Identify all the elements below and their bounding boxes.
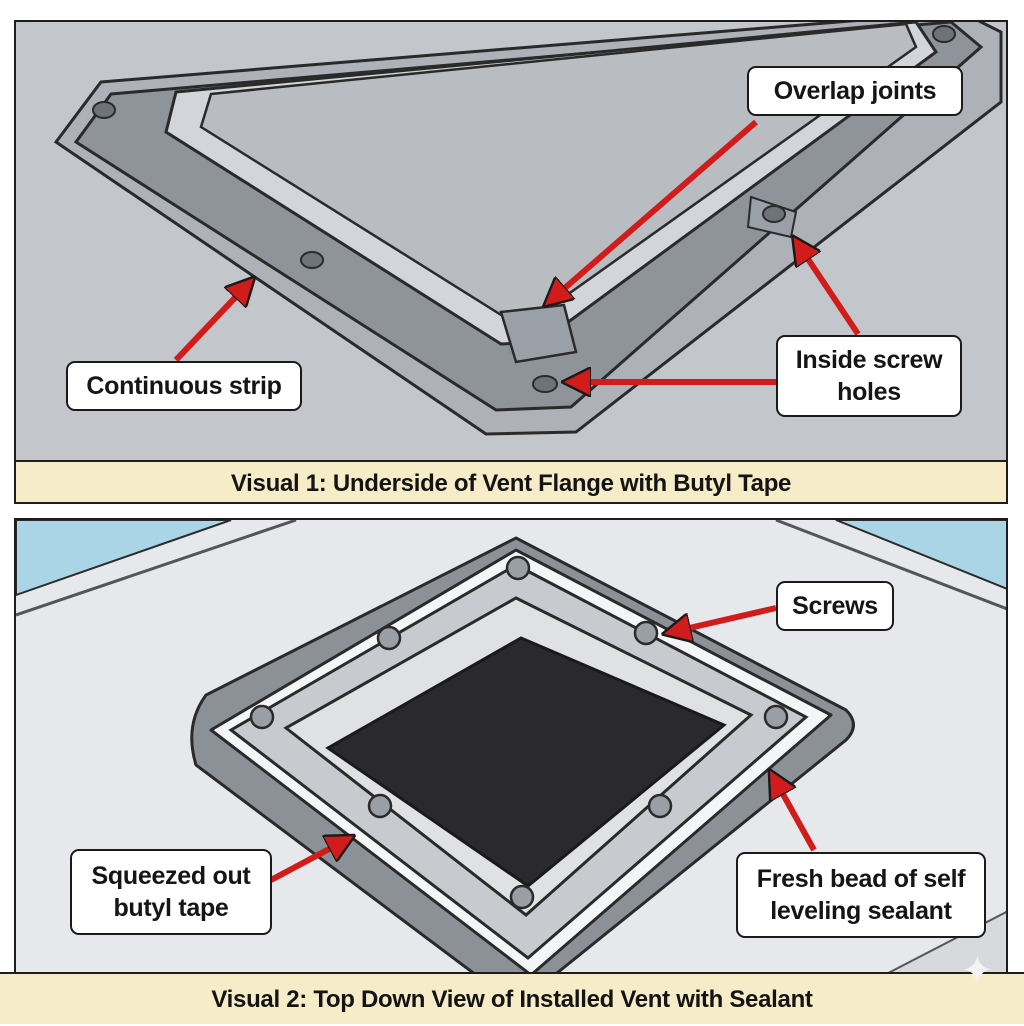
callout-inside-screw-holes: Inside screw holes xyxy=(776,335,962,417)
screw xyxy=(376,625,402,651)
vent-flange-underside-illustration xyxy=(53,22,1003,436)
vent-opening xyxy=(325,636,727,888)
screw-hole xyxy=(762,205,786,223)
callout-fresh-sealant-bead: Fresh bead of self leveling sealant xyxy=(736,852,986,938)
arrow-squeezed-butyl xyxy=(269,840,346,883)
sky-left xyxy=(16,520,232,597)
sky-right xyxy=(835,520,1006,590)
screws-group xyxy=(249,555,789,910)
screw-hole xyxy=(532,375,558,393)
callout-continuous-strip: Continuous strip xyxy=(66,361,302,411)
screw xyxy=(647,793,673,819)
overlap-joint xyxy=(499,303,578,364)
arrow-continuous-strip xyxy=(173,284,248,363)
screw xyxy=(249,704,275,730)
screw-hole xyxy=(300,251,324,269)
arrow-sealant-bead xyxy=(774,778,817,852)
screw xyxy=(505,555,531,581)
roof-edge-right xyxy=(775,520,1006,611)
screw-hole xyxy=(932,25,956,43)
visual-2-caption: Visual 2: Top Down View of Installed Ven… xyxy=(0,972,1024,1024)
arrow-screw-hole-right xyxy=(798,244,861,336)
sparkle-icon: ✦ xyxy=(960,949,994,993)
arrow-overlap-joints xyxy=(551,119,758,300)
visual-2-panel: Screws Squeezed out butyl tape Fresh bea… xyxy=(14,518,1008,998)
arrow-screws xyxy=(672,605,777,632)
screw xyxy=(633,620,659,646)
callout-squeezed-butyl-tape: Squeezed out butyl tape xyxy=(70,849,272,935)
callout-screws: Screws xyxy=(776,581,894,631)
screw xyxy=(509,884,535,910)
screw-hole xyxy=(92,101,116,119)
visual-1-panel: Overlap joints Continuous strip Inside s… xyxy=(14,20,1008,504)
screw xyxy=(763,704,789,730)
screw xyxy=(367,793,393,819)
callout-overlap-joints: Overlap joints xyxy=(747,66,963,116)
visual-1-caption: Visual 1: Underside of Vent Flange with … xyxy=(16,460,1006,502)
roof-edge-left xyxy=(16,520,297,617)
